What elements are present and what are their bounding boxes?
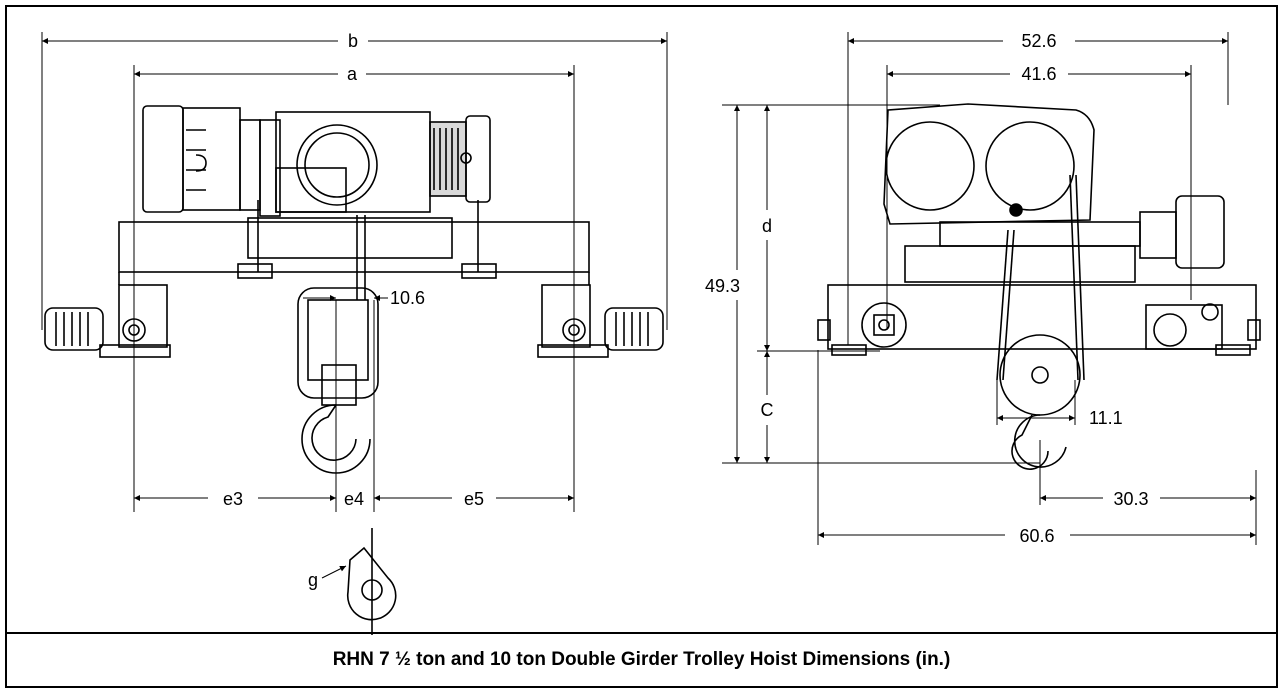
right-view [722, 32, 1261, 545]
dimension-labels: b a 10.6 e3 e4 e5 g 52.6 41.6 49.3 d C 1… [223, 31, 1149, 590]
dim-e5: e5 [464, 489, 484, 509]
dim-a: a [347, 64, 358, 84]
hoist-body-side [883, 103, 1225, 283]
dim-41-6: 41.6 [1021, 64, 1056, 84]
dim-49-3: 49.3 [705, 276, 740, 296]
dim-60-6: 60.6 [1019, 526, 1054, 546]
hook-block-right [996, 174, 1085, 470]
dim-52-6: 52.6 [1021, 31, 1056, 51]
hook-block-left [297, 215, 379, 474]
end-truck-right [537, 284, 664, 358]
end-truck-side [817, 284, 1261, 356]
right-dimension-lines [734, 38, 1256, 538]
dim-e3: e3 [223, 489, 243, 509]
end-truck-left [44, 284, 171, 358]
dim-g: g [308, 570, 318, 590]
drum-housing [259, 111, 431, 217]
hoist-brake [429, 115, 491, 203]
right-extension-lines [722, 32, 1257, 545]
dim-e4: e4 [344, 489, 364, 509]
dim-b: b [348, 31, 358, 51]
left-extension-lines [41, 32, 668, 512]
dim-c: C [761, 400, 774, 420]
border [5, 5, 1278, 688]
dim-d: d [762, 216, 772, 236]
hoist-motor [142, 105, 261, 213]
hook-detail [346, 528, 397, 635]
trolley-frame [118, 200, 590, 285]
left-dimension-lines [42, 38, 667, 579]
dim-10-6: 10.6 [390, 288, 425, 308]
dim-30-3: 30.3 [1113, 489, 1148, 509]
dim-11-1: 11.1 [1089, 408, 1123, 428]
figure-caption: RHN 7 ½ ton and 10 ton Double Girder Tro… [332, 649, 951, 670]
left-view [41, 32, 668, 635]
